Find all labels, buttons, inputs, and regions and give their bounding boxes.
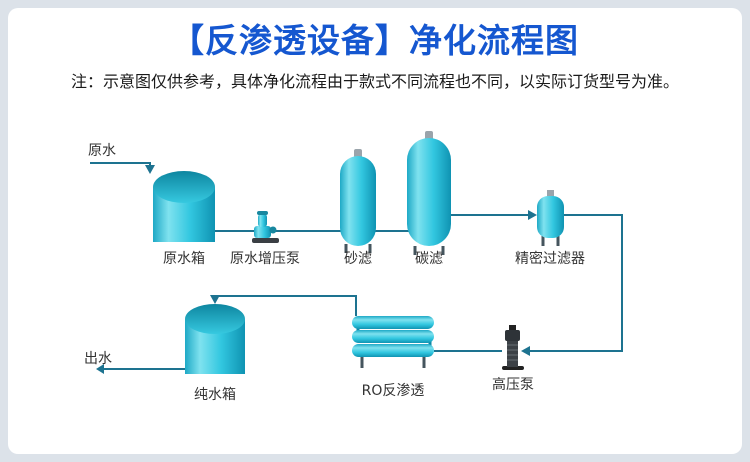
- label-carbon-filter: 碳滤: [415, 251, 443, 267]
- label-raw-water: 原水: [88, 143, 116, 159]
- label-raw-tank: 原水箱: [163, 251, 205, 267]
- label-ro-unit: RO反渗透: [361, 383, 425, 399]
- label-outlet: 出水: [84, 351, 112, 367]
- booster-pump: [252, 211, 279, 243]
- sand-filter-vessel: [340, 149, 376, 253]
- flow-arrow-into-raw-tank: [145, 165, 155, 174]
- label-high-pressure-pump: 高压泵: [492, 377, 534, 393]
- carbon-filter-vessel: [407, 131, 451, 255]
- precision-filter-vessel: [537, 190, 564, 246]
- raw-water-tank: [153, 171, 215, 242]
- ro-membrane-unit: [352, 316, 434, 368]
- pure-water-tank: [185, 304, 245, 374]
- label-pure-tank: 纯水箱: [194, 387, 236, 403]
- page-title: 【反渗透设备】净化流程图: [171, 21, 579, 60]
- flow-arrow-outlet: [96, 364, 104, 374]
- note-text: 注：示意图仅供参考，具体净化流程由于款式不同流程也不同，以实际订货型号为准。: [70, 72, 679, 91]
- label-precision-filter: 精密过滤器: [515, 251, 585, 267]
- flow-arrow-into-hp-pump: [521, 346, 530, 356]
- pipe-network: [90, 162, 623, 374]
- label-sand-filter: 砂滤: [344, 251, 372, 267]
- flow-arrow-into-pure-tank: [210, 295, 220, 304]
- flow-arrow-into-precision-filter: [528, 210, 537, 220]
- label-booster-pump: 原水增压泵: [230, 251, 300, 267]
- high-pressure-pump-unit: [502, 325, 524, 370]
